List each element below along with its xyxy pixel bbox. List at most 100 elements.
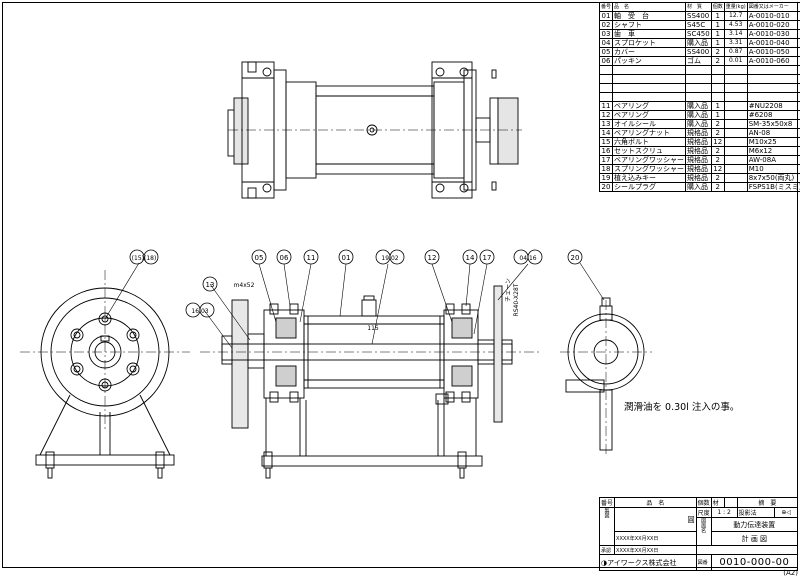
parts-cell-qty: 1: [710, 38, 725, 48]
parts-cell-material: [685, 65, 712, 75]
header-material: 材 質: [685, 2, 712, 12]
tb-header-note: 摘 要: [736, 497, 799, 508]
parts-cell-no: [598, 74, 614, 84]
parts-cell-no: 15: [598, 137, 614, 147]
parts-cell-name: [612, 83, 687, 93]
parts-cell-qty: [710, 92, 725, 102]
parts-cell-no: 12: [598, 110, 614, 120]
parts-cell-qty: 2: [710, 173, 725, 183]
parts-cell-name: [612, 65, 687, 75]
balloon-20: 20: [571, 254, 580, 262]
parts-cell-name: パッキン: [612, 56, 687, 66]
parts-cell-weight: 3.31: [723, 38, 748, 48]
tb-scale-label: 尺度: [695, 507, 712, 518]
parts-list-header: 番号 品 名 材 質 個数 重量(kg) 図番又はメーカー: [598, 2, 800, 12]
parts-cell-weight: [723, 119, 748, 129]
parts-cell-material: ゴム: [685, 56, 712, 66]
top-view: [227, 61, 522, 199]
parts-cell-drawing: AN-08: [746, 128, 800, 138]
parts-cell-name: ベアリング: [612, 110, 687, 120]
tb-title: 動力伝達装置: [710, 517, 799, 532]
parts-cell-material: 購入品: [685, 101, 712, 111]
parts-cell-no: 18: [598, 164, 614, 174]
parts-cell-weight: 3.14: [723, 29, 748, 39]
header-weight: 重量(kg): [723, 2, 748, 12]
parts-cell-name: ベアリングワッシャー: [612, 155, 687, 165]
parts-cell-drawing: A-0010-010: [746, 11, 800, 21]
lubrication-note: 潤滑油を 0.30l 注入の事。: [624, 402, 740, 413]
parts-cell-material: SC450: [685, 29, 712, 39]
label-dim: 115: [367, 325, 379, 332]
parts-cell-drawing: [746, 92, 800, 102]
parts-cell-material: 規格品: [685, 173, 712, 183]
title-block: 番号 品 名 個数 材 摘 要 製図 圓 尺度 1 : 2 投影法 ⊕◁ 図面名…: [598, 497, 799, 571]
tb-approved-label: 承認: [598, 545, 616, 555]
tb-company-name: アイワークス株式会社: [607, 558, 677, 567]
parts-cell-weight: [723, 137, 748, 147]
tb-proj-label: 投影法: [736, 507, 776, 518]
parts-cell-drawing: A-0010-040: [746, 38, 800, 48]
tb-dwg-label: 図番: [695, 554, 712, 571]
parts-cell-material: 購入品: [685, 110, 712, 120]
parts-cell-no: 05: [598, 47, 614, 57]
parts-cell-no: 13: [598, 119, 614, 129]
parts-cell-drawing: A-0010-020: [746, 20, 800, 30]
tb-subtitle: 計 画 図: [710, 531, 799, 546]
parts-cell-qty: 1: [710, 110, 725, 120]
balloon-15-18: (15)(18): [132, 255, 157, 262]
parts-cell-name: シャフト: [612, 20, 687, 30]
parts-cell-name: 六角ボルト: [612, 137, 687, 147]
parts-cell-qty: 2: [710, 155, 725, 165]
parts-cell-material: SS400: [685, 11, 712, 21]
parts-cell-no: [598, 92, 614, 102]
parts-cell-no: 11: [598, 101, 614, 111]
parts-cell-name: オイルシール: [612, 119, 687, 129]
parts-cell-qty: 2: [710, 146, 725, 156]
parts-list-row: [598, 83, 800, 93]
parts-cell-qty: 12: [710, 164, 725, 174]
parts-cell-name: ベアリングナット: [612, 128, 687, 138]
balloon-16-03: 16 03: [191, 308, 208, 315]
parts-cell-material: S45C: [685, 20, 712, 30]
parts-cell-weight: [723, 164, 748, 174]
balloon-12: 12: [428, 254, 437, 262]
tb-header-material: 材: [710, 497, 725, 508]
parts-cell-name: 歯 車: [612, 29, 687, 39]
header-name: 品 名: [612, 2, 687, 12]
parts-cell-weight: 0.01: [723, 56, 748, 66]
parts-cell-drawing: #NU2208: [746, 101, 800, 111]
balloon-04-16: 04 16: [519, 255, 536, 262]
parts-cell-qty: [710, 65, 725, 75]
balloons: [129, 249, 583, 318]
parts-cell-weight: [723, 155, 748, 165]
parts-cell-no: 04: [598, 38, 614, 48]
parts-cell-drawing: SM-35x50x8: [746, 119, 800, 129]
parts-cell-drawing: AW-08A: [746, 155, 800, 165]
parts-cell-no: [598, 83, 614, 93]
header-no: 番号: [598, 2, 614, 12]
parts-cell-drawing: M10: [746, 164, 800, 174]
parts-cell-material: SS400: [685, 47, 712, 57]
parts-cell-no: 02: [598, 20, 614, 30]
parts-cell-material: 規格品: [685, 164, 712, 174]
parts-cell-drawing: M10x25: [746, 137, 800, 147]
parts-cell-drawing: [746, 65, 800, 75]
parts-cell-material: 規格品: [685, 146, 712, 156]
parts-cell-material: 規格品: [685, 128, 712, 138]
parts-cell-qty: 2: [710, 128, 725, 138]
parts-cell-drawing: [746, 74, 800, 84]
parts-cell-drawing: 8x7x50(両丸): [746, 173, 800, 183]
left-side-view: [20, 270, 190, 479]
balloon-13: 13: [206, 281, 215, 289]
parts-cell-drawing: M6x12: [746, 146, 800, 156]
parts-cell-material: 購入品: [685, 119, 712, 129]
parts-cell-drawing: A-0010-030: [746, 29, 800, 39]
balloon-06: 06: [280, 254, 289, 262]
